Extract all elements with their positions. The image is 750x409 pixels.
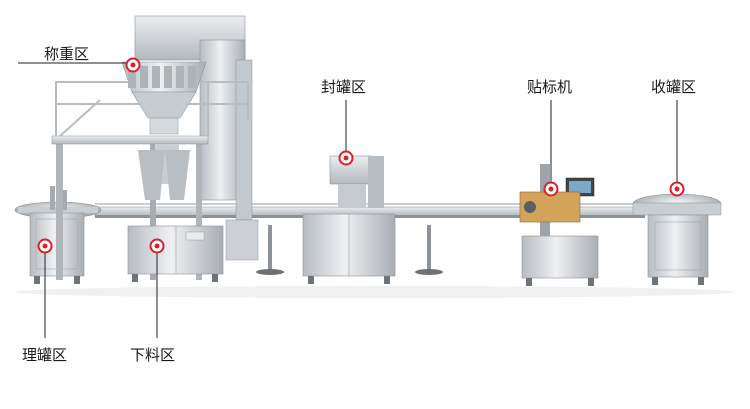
labeling-machine-label: 贴标机 [527, 78, 573, 96]
collecting-zone-label: 收罐区 [651, 78, 697, 96]
weighing-machine [51, 15, 253, 280]
target-marker-icon [543, 181, 559, 197]
labeling-machine [519, 164, 599, 286]
floor-shadow [15, 286, 735, 298]
collecting-machine [632, 193, 722, 285]
sorting-zone-label: 理罐区 [22, 346, 68, 364]
target-marker-icon [149, 238, 165, 254]
weighing-zone-label: 称重区 [44, 45, 90, 63]
target-marker-icon [338, 150, 354, 166]
capping-machine [256, 155, 443, 284]
markers [37, 57, 685, 254]
target-marker-icon [125, 57, 141, 73]
feeding-machine [127, 219, 259, 282]
target-marker-icon [669, 181, 685, 197]
feeding-zone-label: 下料区 [130, 346, 176, 364]
capping-zone-label: 封罐区 [321, 78, 367, 96]
target-marker-icon [37, 238, 53, 254]
